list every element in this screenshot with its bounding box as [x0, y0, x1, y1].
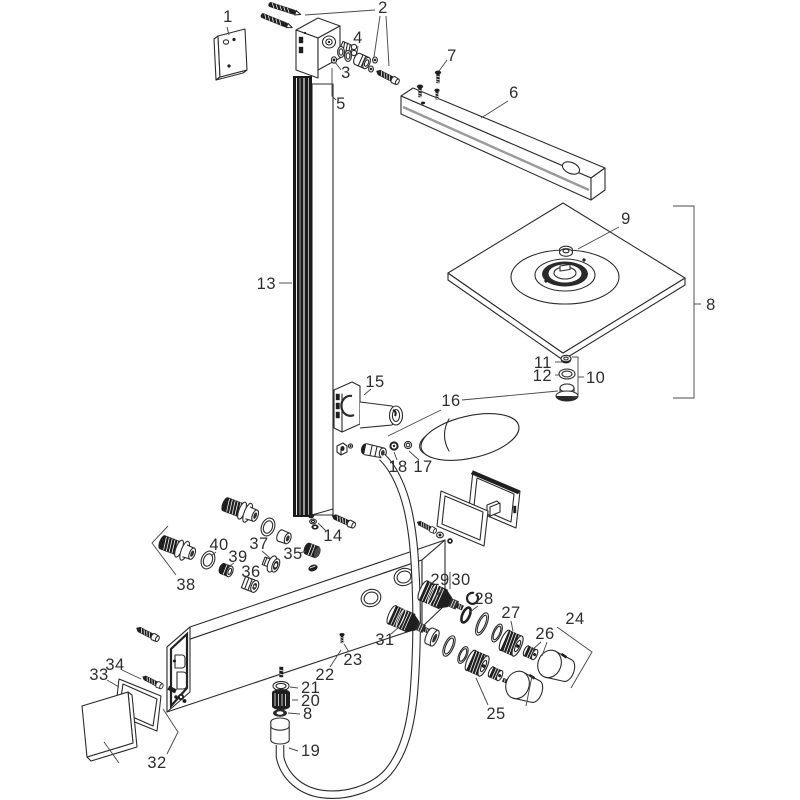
part-label-26: 26 [535, 625, 554, 643]
clip-28 [465, 591, 480, 605]
shower-hose-19 [275, 453, 421, 799]
part-label-4: 4 [353, 29, 363, 47]
part-label-38: 38 [176, 576, 195, 594]
seal-14 [307, 513, 315, 519]
part-label-1: 1 [223, 8, 233, 26]
part-label-34: 34 [105, 656, 124, 674]
part-label-19: 19 [301, 742, 320, 760]
part-label-37: 37 [249, 535, 268, 553]
part-label-22: 22 [315, 666, 334, 684]
part-label-11: 11 [534, 354, 552, 372]
part-label-32: 32 [147, 754, 166, 772]
part-label-33: 33 [89, 666, 108, 684]
part-label-8-right: 8 [706, 296, 716, 314]
part-label-31: 31 [375, 631, 394, 649]
top-bracket-assembly [259, 1, 401, 87]
union-nut-20 [271, 689, 291, 710]
shower-seal-stack-10-11-12 [555, 354, 579, 402]
part-label-3: 3 [341, 64, 351, 82]
part-label-30: 30 [451, 571, 470, 589]
part-label-35: 35 [283, 545, 302, 563]
part-label-2: 2 [378, 0, 388, 17]
part-label-24: 24 [565, 610, 584, 628]
spacer-icon [486, 665, 505, 683]
spacer-26 [521, 644, 540, 662]
part-label-18: 18 [388, 458, 407, 476]
part-label-12: 12 [533, 367, 552, 385]
part-label-6: 6 [509, 84, 519, 102]
panel-screw-icon [415, 518, 438, 535]
part-label-25: 25 [486, 705, 505, 723]
shower-arm-6 [400, 70, 606, 201]
part-label-39: 39 [228, 548, 247, 566]
leader-lines [103, 9, 701, 764]
mounting-stud-icon [259, 12, 294, 31]
part-label-5: 5 [336, 95, 346, 113]
plug-35 [303, 542, 322, 559]
end-cap-group [81, 624, 185, 762]
part-label-14: 14 [323, 527, 342, 545]
coupling-nut-4 [353, 52, 371, 70]
wall-plate-1 [213, 28, 248, 81]
escutcheon-gasket [415, 490, 489, 547]
part-label-17: 17 [413, 458, 432, 476]
part-label-40: 40 [209, 536, 228, 554]
overhead-shower-8 [447, 202, 686, 361]
cover-plate-32 [81, 691, 138, 762]
hand-shower-16 [419, 413, 520, 461]
part-label-36: 36 [241, 563, 260, 581]
escutcheon-panel [468, 470, 521, 529]
part-label-16: 16 [441, 392, 460, 410]
part-label-28: 28 [474, 590, 493, 608]
part-label-10: 10 [586, 369, 605, 387]
part-label-8-bottom: 8 [303, 705, 313, 723]
check-valve-37 [261, 555, 281, 573]
cartridge-row-bottom [384, 603, 547, 708]
part-label-13: 13 [257, 275, 276, 293]
part-label-7: 7 [447, 47, 457, 65]
cartridge-row-top [415, 578, 579, 687]
connector-38-icon [218, 493, 262, 527]
part-label-20: 20 [301, 692, 320, 710]
part-labels: 1 2 4 3 5 7 6 9 8 11 12 10 13 15 16 18 1… [89, 0, 716, 772]
mounting-stud-icon [267, 1, 302, 18]
part-label-23: 23 [343, 651, 362, 669]
part-label-27: 27 [501, 604, 520, 622]
part-label-29: 29 [430, 571, 449, 589]
part-label-15: 15 [365, 373, 384, 391]
screw-7-icon [434, 70, 442, 84]
part-label-21: 21 [301, 679, 320, 697]
wall-bar [293, 76, 334, 517]
screw-icon [134, 624, 161, 644]
hose-nipple-and-seals [336, 440, 413, 459]
hose-union-stack [270, 680, 291, 745]
slider-holder-15 [333, 381, 404, 433]
connector-38-icon [155, 531, 199, 565]
part-label-9: 9 [621, 210, 631, 228]
screw-34-icon [140, 673, 165, 691]
screw-2-icon [374, 67, 401, 87]
knob-24 [533, 645, 579, 687]
hose-end [270, 717, 290, 745]
